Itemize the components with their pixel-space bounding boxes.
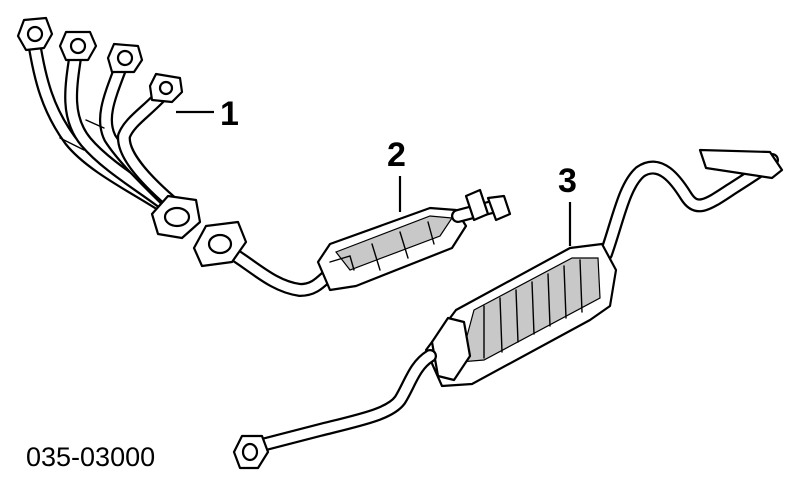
callout-label-1: 1 <box>220 95 239 133</box>
muffler-part-3 <box>232 148 784 470</box>
diagram-code: 035-03000 <box>26 442 155 472</box>
catalytic-converter-part-2 <box>192 188 512 297</box>
callout-label-3: 3 <box>558 162 577 200</box>
exhaust-manifold-part-1 <box>16 16 202 240</box>
callout-label-2: 2 <box>387 136 406 174</box>
